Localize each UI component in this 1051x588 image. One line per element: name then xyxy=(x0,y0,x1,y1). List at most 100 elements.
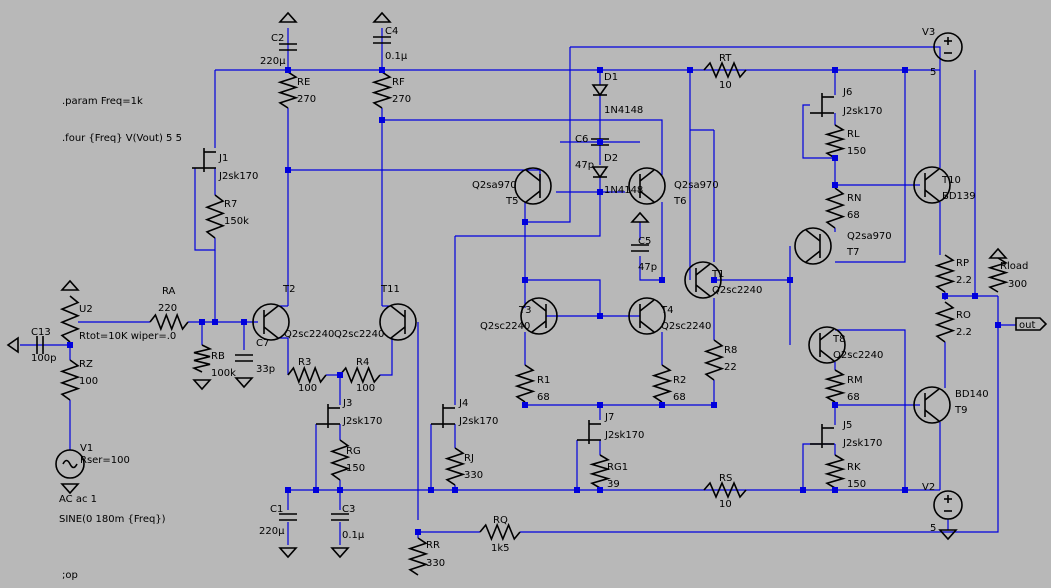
c3-name: C3 xyxy=(342,504,355,515)
rg-value: 150 xyxy=(346,463,365,474)
resistor-rf xyxy=(371,71,393,109)
resistor-zigzag xyxy=(703,339,725,381)
c5-value: 47p xyxy=(638,262,657,273)
transistor-t2 xyxy=(252,303,290,341)
ground-triangle xyxy=(372,11,392,23)
junction-dot xyxy=(428,487,434,493)
t8-model: Q2sc2240 xyxy=(833,350,883,361)
c13-value: 100p xyxy=(31,353,56,364)
emitter-leg xyxy=(525,190,541,203)
resistor-rj xyxy=(444,447,466,486)
resistor-zigzag xyxy=(59,295,81,343)
resistor-zigzag xyxy=(329,439,351,481)
ra-name: RA xyxy=(162,286,176,297)
junction-dot xyxy=(522,402,528,408)
wire xyxy=(380,338,393,376)
t11-name: T11 xyxy=(380,284,400,295)
resistor-zigzag xyxy=(287,365,327,385)
capacitor-c13 xyxy=(36,336,44,354)
junction-dot xyxy=(337,372,343,378)
capacitor-c5 xyxy=(631,244,649,252)
jfet-j7 xyxy=(577,420,601,444)
j5-model: J2sk170 xyxy=(842,438,882,449)
resistor-rk xyxy=(824,454,846,489)
t5-model: Q2sa970 xyxy=(472,180,517,191)
ground-c2 xyxy=(278,11,298,23)
j5-name: J5 xyxy=(842,420,852,431)
transistor-t8 xyxy=(808,326,846,364)
param-directive: .param Freq=1k xyxy=(62,96,143,107)
emitter-leg xyxy=(639,190,655,203)
rs-value: 10 xyxy=(719,499,732,510)
ground-c4 xyxy=(372,11,392,23)
transistor-t10 xyxy=(913,166,951,204)
rp-name: RP xyxy=(956,258,969,269)
junction-dot xyxy=(285,67,291,73)
ground-triangle xyxy=(60,483,80,495)
ground-c3 xyxy=(330,547,350,559)
t7-name: T7 xyxy=(846,247,859,258)
collector-leg xyxy=(924,168,940,181)
resistor-r2 xyxy=(651,364,673,403)
resistor-ro xyxy=(934,301,956,343)
resistor-zigzag xyxy=(191,344,213,373)
j3-model: J2sk170 xyxy=(342,416,382,427)
resistor-re xyxy=(277,71,299,109)
resistor-rg xyxy=(329,439,351,481)
junction-dot xyxy=(574,487,580,493)
junction-dot xyxy=(687,67,693,73)
rt-value: 10 xyxy=(719,80,732,91)
transistor-t9 xyxy=(913,386,951,424)
body-circle xyxy=(913,386,951,424)
junction-dot xyxy=(379,67,385,73)
rl-name: RL xyxy=(847,129,860,140)
t10-name: T10 xyxy=(941,175,961,186)
j7-name: J7 xyxy=(604,412,614,423)
collector-leg xyxy=(924,388,940,401)
j4-name: J4 xyxy=(458,398,468,409)
r8-name: R8 xyxy=(724,345,737,356)
rload-name: Rload xyxy=(1000,261,1028,272)
ground-triangle xyxy=(234,377,254,389)
junction-dot xyxy=(522,219,528,225)
resistor-rr xyxy=(407,537,429,576)
resistor-zigzag xyxy=(407,537,429,576)
j6-model: J2sk170 xyxy=(842,106,882,117)
body-circle xyxy=(252,303,290,341)
junctions xyxy=(67,67,1001,535)
rg1-value: 39 xyxy=(607,479,620,490)
body-circle xyxy=(808,326,846,364)
junction-dot xyxy=(597,189,603,195)
source-circle xyxy=(933,490,963,520)
resistor-rg1 xyxy=(589,454,611,489)
jfet-j5 xyxy=(810,424,834,448)
components xyxy=(6,11,1009,576)
c3-value: 0.1µ xyxy=(342,530,365,541)
v1-rser: Rser=100 xyxy=(80,455,130,466)
ground-rload xyxy=(988,247,1008,259)
t2-name: T2 xyxy=(282,284,295,295)
resistor-rp xyxy=(934,254,956,293)
resistor-rs xyxy=(703,480,747,500)
out-net-label: out xyxy=(1015,317,1048,331)
emitter-leg xyxy=(695,284,711,297)
junction-dot xyxy=(522,277,528,283)
rj-name: RJ xyxy=(464,453,474,464)
transistor-t7 xyxy=(794,227,832,265)
resistor-zigzag xyxy=(651,364,673,403)
body-circle xyxy=(913,166,951,204)
collector-leg xyxy=(639,299,655,312)
c4-value: 0.1µ xyxy=(385,51,408,62)
wire xyxy=(835,70,906,263)
c6-name: C6 xyxy=(575,134,588,145)
t2-model: Q2sc2240 xyxy=(284,329,334,340)
v3-name: V3 xyxy=(922,27,935,38)
ground-triangle xyxy=(278,547,298,559)
rz-value: 100 xyxy=(79,376,98,387)
rk-name: RK xyxy=(847,462,861,473)
jfet-j3 xyxy=(316,404,340,428)
j3-name: J3 xyxy=(342,398,352,409)
c4-name: C4 xyxy=(385,26,398,37)
resistor-zigzag xyxy=(934,254,956,293)
